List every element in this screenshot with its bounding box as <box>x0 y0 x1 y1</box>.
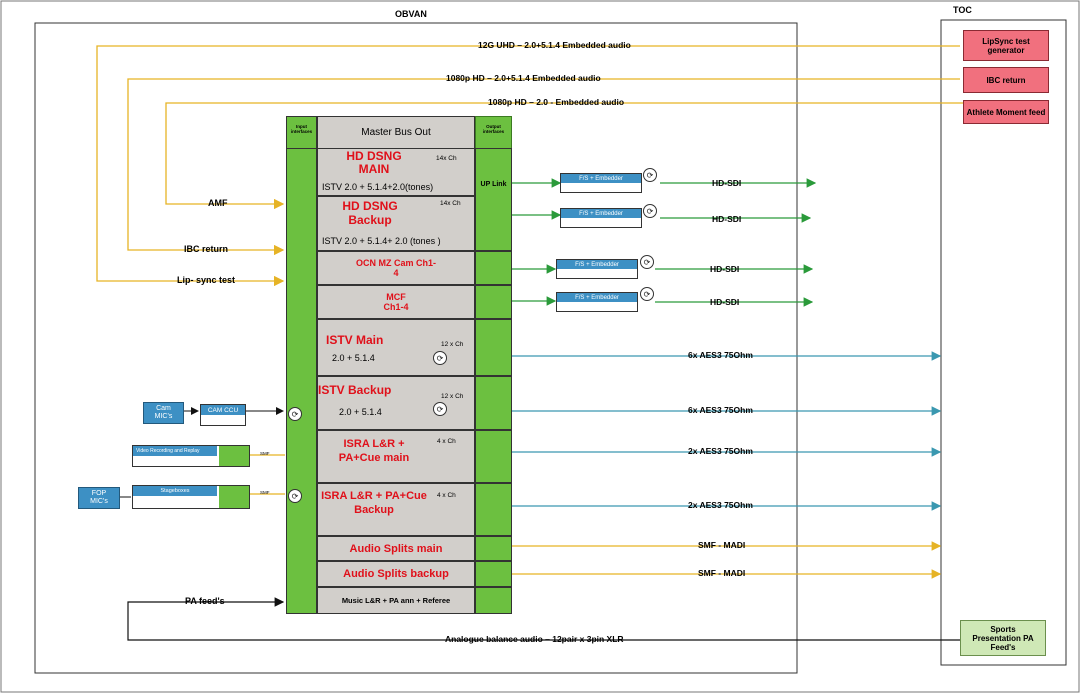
pa-feed-line <box>127 597 960 641</box>
fop-mics-box: FOP MIC's <box>78 487 120 509</box>
bus-row-music-pa-referee: Music L&R + PA ann + Referee <box>317 587 475 614</box>
ibc-return-label: IBC return <box>184 244 229 254</box>
sync-icon: ⟳ <box>640 287 654 301</box>
ibc-return-box: IBC return <box>963 67 1049 93</box>
sync-icon: ⟳ <box>288 489 302 503</box>
embedder-1: F/S + Embedder <box>560 173 642 193</box>
embedder-4: F/S + Embedder <box>556 292 638 312</box>
analogue-audio-label: Analogue balance audio – 12pair x 3pin X… <box>445 634 624 644</box>
lipsync-label: Lip- sync test <box>177 275 236 285</box>
bus-row-dsng-backup: HD DSNG Backup ISTV 2.0 + 5.1.4+ 2.0 (to… <box>317 196 475 251</box>
sync-icon: ⟳ <box>433 402 447 416</box>
obvan-title: OBVAN <box>395 9 427 19</box>
bus-row-isra-main: ISRA L&R + PA+Cue main 4 x Ch <box>317 430 475 483</box>
sync-icon: ⟳ <box>433 351 447 365</box>
smf-label-2: SMF <box>260 490 270 495</box>
bus-row-isra-backup: ISRA L&R + PA+Cue Backup 4 x Ch <box>317 483 475 536</box>
input-body-cell <box>286 148 317 614</box>
bus-row-audio-splits-backup: Audio Splits backup <box>317 561 475 587</box>
toc-title: TOC <box>953 5 972 15</box>
smf-label-1: SMF <box>260 451 270 456</box>
bus-row-mcf: MCF Ch1-4 <box>317 285 475 319</box>
feed-line-3 <box>165 102 964 210</box>
bus-row-ocn-mz-cam: OCN MZ Cam Ch1-4 <box>317 251 475 285</box>
aes6-label-2: 6x AES3 75Ohm <box>688 405 753 415</box>
embedder-3: F/S + Embedder <box>556 259 638 279</box>
output-interfaces-label: Output interfaces <box>482 124 505 134</box>
uplink-label: UP Link <box>480 181 507 188</box>
sync-icon: ⟳ <box>643 204 657 218</box>
bus-row-dsng-main: HD DSNG MAIN ISTV 2.0 + 5.1.4+2.0(tones)… <box>317 148 475 196</box>
aes2-label-1: 2x AES3 75Ohm <box>688 446 753 456</box>
input-header-cell <box>286 116 317 149</box>
feed-line-1 <box>96 45 960 287</box>
embedder-2: F/S + Embedder <box>560 208 642 228</box>
master-bus-out-header: Master Bus Out <box>317 116 475 149</box>
feed-label-1: 12G UHD – 2.0+5.1.4 Embedded audio <box>478 40 631 50</box>
hdsdi-label-1: HD-SDI <box>712 178 742 188</box>
hdsdi-label-3: HD-SDI <box>710 264 740 274</box>
pa-feeds-label: PA feed's <box>185 596 225 606</box>
feed-line-2 <box>127 78 960 256</box>
aes2-label-2: 2x AES3 75Ohm <box>688 500 753 510</box>
hdsdi-label-4: HD-SDI <box>710 297 740 307</box>
madi-label-2: SMF - MADI <box>698 568 746 578</box>
bus-row-istv-main: ISTV Main 2.0 + 5.1.4 12 x Ch <box>317 319 475 376</box>
sports-presentation-box: Sports Presentation PA Feed's <box>960 620 1046 656</box>
video-recording-box: Video Recording and Replay <box>132 445 250 467</box>
hdsdi-label-2: HD-SDI <box>712 214 742 224</box>
sync-icon: ⟳ <box>640 255 654 269</box>
feed-label-3: 1080p HD – 2.0 - Embedded audio <box>488 97 625 107</box>
athlete-moment-box: Athlete Moment feed <box>963 100 1049 124</box>
feed-label-2: 1080p HD – 2.0+5.1.4 Embedded audio <box>446 73 601 83</box>
madi-label-1: SMF - MADI <box>698 540 746 550</box>
aes6-label-1: 6x AES3 75Ohm <box>688 350 753 360</box>
bus-row-audio-splits-main: Audio Splits main <box>317 536 475 561</box>
input-interfaces-label: Input interfaces <box>290 124 313 134</box>
sync-icon: ⟳ <box>643 168 657 182</box>
stageboxes-box: Stageboxes <box>132 485 250 509</box>
sync-icon: ⟳ <box>288 407 302 421</box>
bus-row-istv-backup: ISTV Backup 2.0 + 5.1.4 12 x Ch <box>317 376 475 430</box>
amf-label: AMF <box>208 198 228 208</box>
cam-ccu-box: CAM CCU <box>200 404 246 426</box>
lipsync-generator-box: LipSync test generator <box>963 30 1049 61</box>
cam-mics-box: Cam MIC's <box>143 402 184 424</box>
